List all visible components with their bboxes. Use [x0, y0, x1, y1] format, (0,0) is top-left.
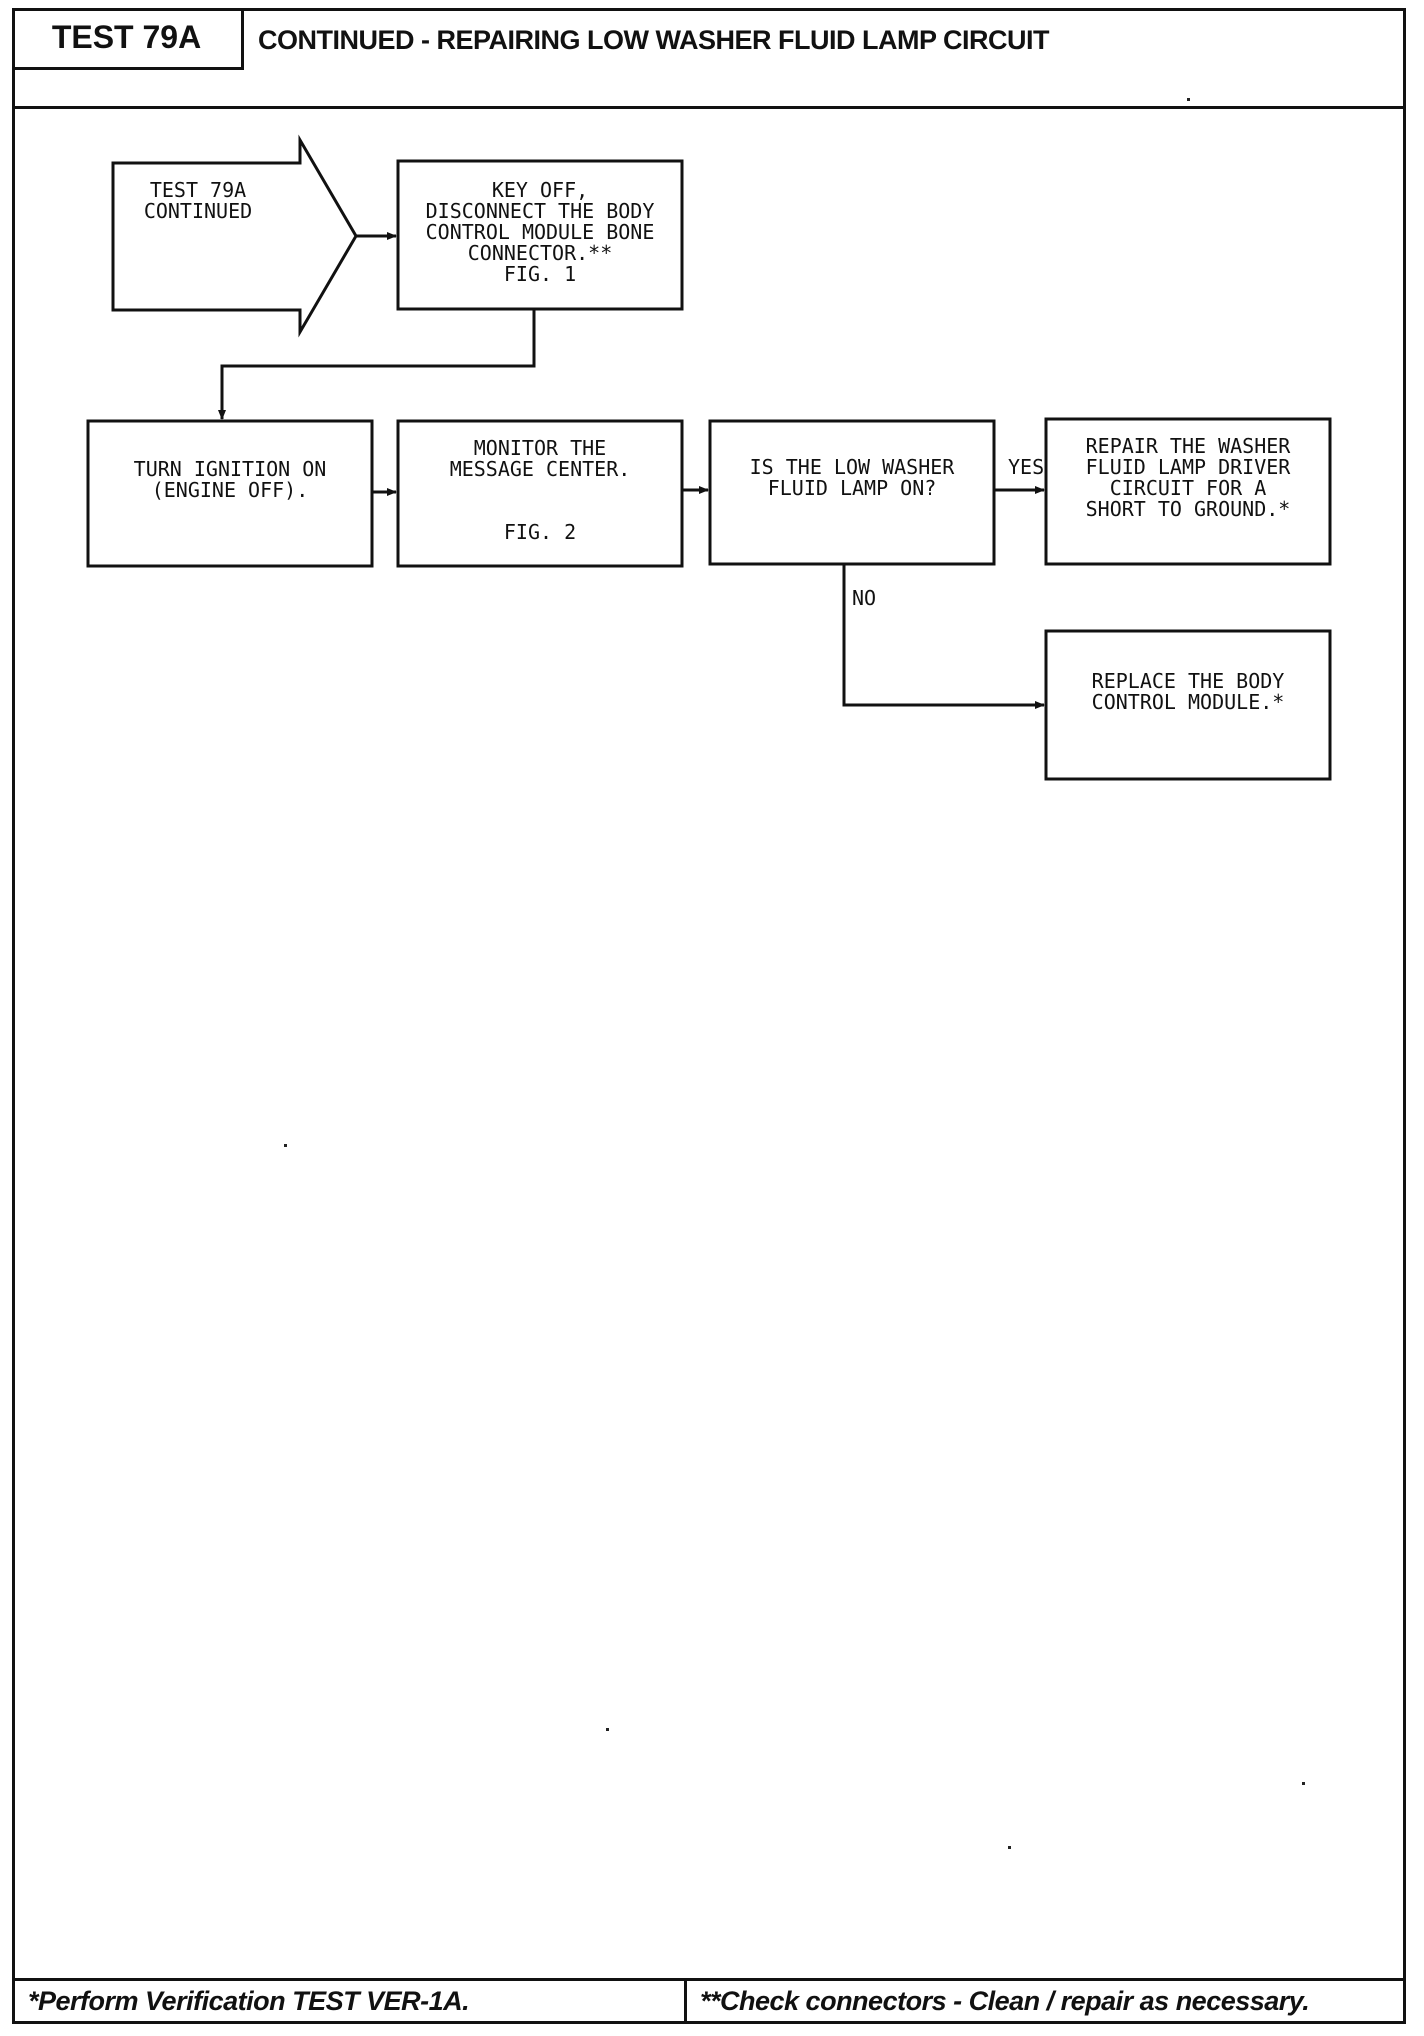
- connector-keyoff-to-ignition: [218, 309, 536, 420]
- scan-speck: [1302, 1782, 1305, 1785]
- scan-speck: [606, 1728, 609, 1731]
- scan-speck: [1008, 1846, 1011, 1849]
- header-divider: [12, 106, 1406, 109]
- scan-speck: [1187, 98, 1190, 101]
- start-arrow-shape: [111, 134, 358, 338]
- footer-note-verification: *Perform Verification TEST VER-1A.: [28, 1986, 470, 2016]
- yes-label: YES: [1008, 455, 1045, 479]
- no-label: NO: [852, 586, 877, 610]
- scan-speck: [284, 1144, 287, 1147]
- repair-text: REPAIR THE WASHER FLUID LAMP DRIVER CIRC…: [1085, 434, 1291, 521]
- replace-box: [1044, 629, 1332, 781]
- connector-no: [842, 564, 1045, 709]
- monitor-box: [396, 419, 684, 568]
- footer-note-connectors: **Check connectors - Clean / repair as n…: [700, 1986, 1310, 2016]
- monitor-fig: FIG. 2: [503, 520, 577, 544]
- decision-text: IS THE LOW WASHER FLUID LAMP ON?: [749, 455, 955, 500]
- footer-divider: [12, 1978, 1406, 1981]
- key-off-text: KEY OFF, DISCONNECT THE BODY CONTROL MOD…: [425, 178, 655, 286]
- key-off-box: [396, 159, 684, 311]
- replace-text: REPLACE THE BODY CONTROL MODULE.*: [1091, 669, 1285, 714]
- test-number: TEST 79A: [12, 8, 244, 70]
- footer-separator: [684, 1978, 687, 2024]
- page-frame: [12, 8, 1406, 2024]
- decision-box: [708, 419, 996, 566]
- ignition-text: TURN IGNITION ON (ENGINE OFF).: [133, 457, 327, 502]
- start-arrow-label: TEST 79A CONTINUED: [143, 178, 253, 223]
- page-title: CONTINUED - REPAIRING LOW WASHER FLUID L…: [258, 25, 1049, 55]
- monitor-text: MONITOR THE MESSAGE CENTER.: [449, 436, 631, 481]
- repair-box: [1044, 417, 1332, 566]
